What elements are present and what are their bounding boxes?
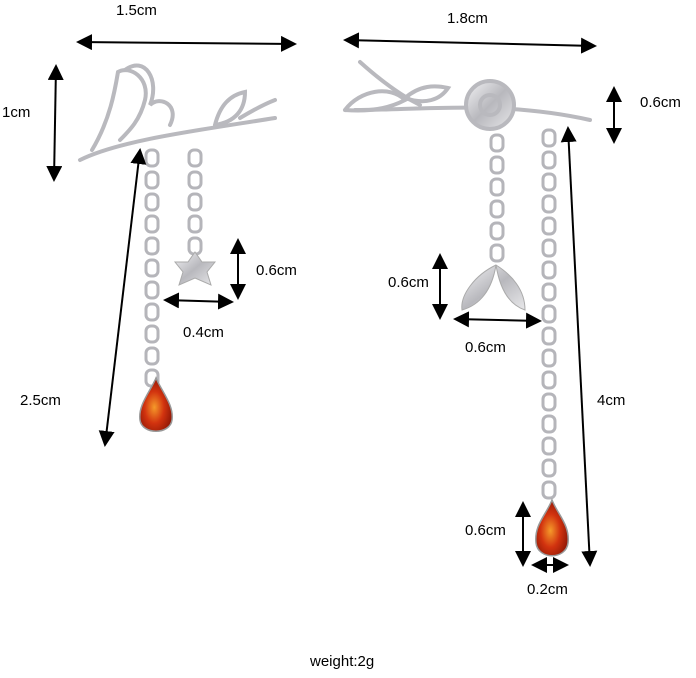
chain-link [489,243,505,263]
chains [144,128,557,500]
right-leaf-height-label: 0.6cm [388,274,429,291]
chain-link [541,392,557,412]
right-leaf-width-label: 0.6cm [465,339,506,356]
chain-link [489,155,505,175]
chain-link [541,216,557,236]
left-ruby-drop [139,376,173,432]
right-stone-height-label: 0.6cm [465,522,506,539]
chain-link [187,170,203,190]
chain-link [144,324,160,344]
weight-label: weight:2g [310,653,375,670]
chain-link [541,172,557,192]
left-chain-length-label: 2.5cm [20,392,61,409]
chain-link [144,280,160,300]
left-flower-pendant [173,251,217,286]
chain-link [144,170,160,190]
chain-link [541,436,557,456]
right-stone-width-label: 0.2cm [527,581,568,598]
chain-link [144,236,160,256]
chain-link [541,128,557,148]
chain-link [144,214,160,234]
chain-link [541,150,557,170]
chain-link [187,148,203,168]
left-earring-cuff [78,63,277,162]
chain-link [541,370,557,390]
arrow-right-width [343,32,597,54]
arrow-left-width [76,34,297,52]
right-width-label: 1.8cm [447,10,488,27]
left-height-label: 1cm [2,104,31,121]
arrow-left-pendant-width [163,292,234,310]
chain-link [541,414,557,434]
chain-link [541,238,557,258]
chain-link [541,348,557,368]
chain-link [541,480,557,500]
chain-link [541,260,557,280]
chain-link [144,192,160,212]
right-ruby-drop [535,497,569,557]
arrow-left-chain [98,148,147,447]
chain-link [541,304,557,324]
arrow-left-height [46,64,64,182]
chain-link [144,148,160,168]
left-pendant-width-label: 0.4cm [183,324,224,341]
chain-link [489,221,505,241]
chain-link [541,326,557,346]
right-earring-cuff [343,60,592,131]
chain-link [541,194,557,214]
left-width-label: 1.5cm [116,2,157,19]
chain-link [187,192,203,212]
right-chain-length-label: 4cm [597,392,626,409]
chain-link [144,258,160,278]
chain-link [187,214,203,234]
arrow-right-chain [560,126,598,567]
chain-link [489,199,505,219]
chain-link [144,346,160,366]
right-leaf-pendant [461,264,526,311]
chain-link [541,458,557,478]
chain-link [144,302,160,322]
chain-link [541,282,557,302]
chain-link [489,177,505,197]
arrow-right-leaf-width [453,311,542,329]
right-height-label: 0.6cm [640,94,681,111]
chain-link [489,133,505,153]
left-pendant-height-label: 0.6cm [256,262,297,279]
